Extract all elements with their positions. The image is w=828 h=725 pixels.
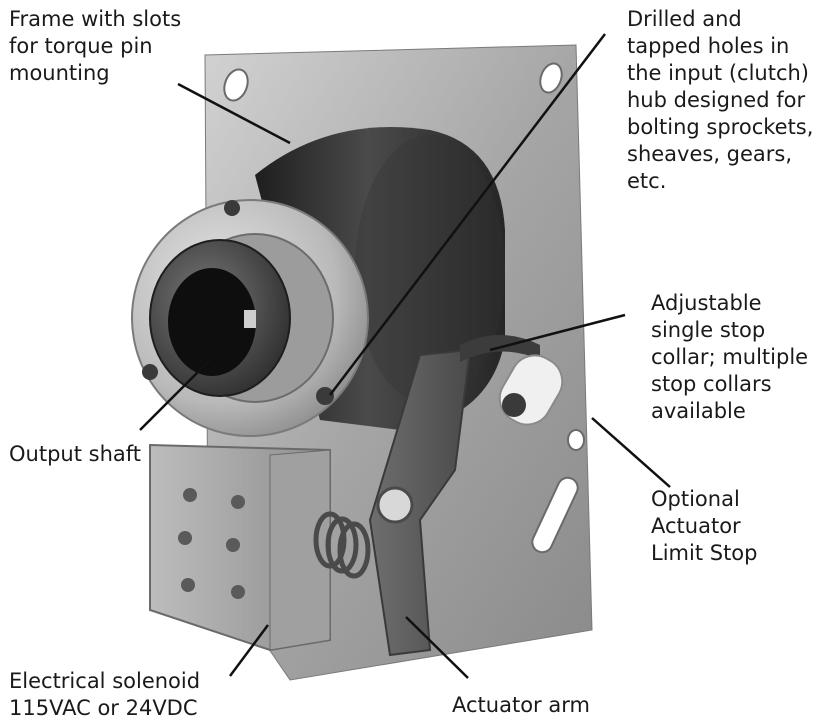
callout-solenoid: Electrical solenoid 115VAC or 24VDC — [9, 669, 201, 720]
shaft-bore — [168, 268, 256, 376]
limit-stop-roller — [498, 354, 564, 426]
leader-solenoid — [228, 624, 270, 677]
callout-drilled-holes: Drilled and tapped holes in the input (c… — [627, 7, 814, 193]
leader-holes — [329, 33, 606, 396]
leader-output-shaft — [139, 359, 211, 431]
solenoid-block — [149, 443, 371, 652]
callout-actuator-arm: Actuator arm — [452, 693, 590, 717]
solenoid-spring — [313, 511, 371, 579]
leader-actuator-arm — [405, 616, 469, 679]
keyway — [244, 310, 256, 328]
leader-frame — [177, 82, 291, 145]
callout-output-shaft: Output shaft — [9, 442, 141, 466]
output-shaft-collar — [149, 239, 291, 397]
tapped-hole-top — [224, 200, 240, 216]
arm-pivot — [376, 486, 414, 524]
callout-limit-stop: Optional Actuator Limit Stop — [651, 487, 758, 565]
actuator-arm — [368, 348, 472, 657]
leader-limit-stop — [591, 417, 671, 488]
tapped-hole-left — [142, 364, 158, 380]
callout-stop-collar: Adjustable single stop collar; multiple … — [651, 291, 809, 423]
plate-slot-top-left — [223, 68, 249, 102]
leader-stop-collar — [489, 313, 626, 352]
plate-slot-top-right — [539, 62, 563, 94]
tapped-hole-right — [316, 387, 334, 405]
plate-hole-right — [567, 429, 585, 451]
plate-slot-bottom-right — [531, 476, 579, 554]
callout-frame-slots: Frame with slots for torque pin mounting — [9, 7, 182, 85]
leader-lines — [139, 33, 671, 679]
